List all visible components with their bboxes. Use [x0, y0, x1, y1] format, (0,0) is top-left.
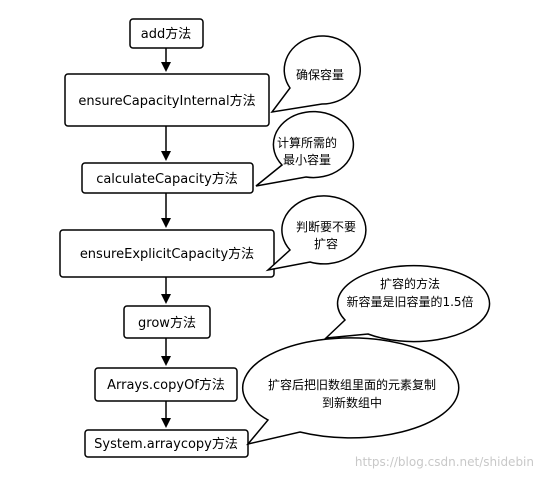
step-label: ensureCapacityInternal方法 — [78, 93, 255, 109]
callout-line: 扩容的方法 — [380, 276, 440, 291]
arrow-ensure-capacity-internal-to-calculate-capacity — [161, 126, 171, 161]
callout-line: 到新数组中 — [322, 395, 382, 410]
watermark-text: https://blog.csdn.net/shidebin — [355, 455, 534, 469]
step-system-arraycopy: System.arraycopy方法 — [84, 429, 249, 458]
arrow-calculate-capacity-to-ensure-explicit-capacity — [161, 193, 171, 228]
step-label: Arrays.copyOf方法 — [107, 377, 225, 393]
step-calculate-capacity: calculateCapacity方法 — [81, 162, 254, 194]
callout-arraycopy: 扩容后把旧数组里面的元素复制 到新数组中 — [242, 337, 460, 446]
step-label: grow方法 — [138, 315, 196, 331]
step-label: System.arraycopy方法 — [94, 436, 238, 452]
step-grow: grow方法 — [123, 305, 211, 339]
callout-line: 计算所需的 — [277, 135, 337, 150]
step-label: calculateCapacity方法 — [96, 171, 238, 187]
callout-line: 扩容 — [314, 236, 338, 251]
step-ensure-explicit-capacity: ensureExplicitCapacity方法 — [59, 229, 275, 278]
callout-calculate-capacity: 计算所需的 最小容量 — [255, 110, 355, 187]
step-add: add方法 — [129, 18, 204, 49]
arrow-grow-to-arrays-copyof — [161, 338, 171, 366]
callout-line: 新容量是旧容量的1.5倍 — [346, 294, 473, 309]
arrow-arrays-copyof-to-system-arraycopy — [161, 401, 171, 428]
arrow-add-to-ensure-capacity-internal — [161, 48, 171, 72]
callout-judge-expand: 判断要不要 扩容 — [265, 195, 367, 272]
step-arrays-copyof: Arrays.copyOf方法 — [94, 367, 238, 402]
callout-line: 判断要不要 — [296, 219, 356, 234]
callout-grow: 扩容的方法 新容量是旧容量的1.5倍 — [323, 264, 491, 343]
callout-line: 扩容后把旧数组里面的元素复制 — [268, 377, 436, 392]
callout-ensure-capacity: 确保容量 — [270, 35, 361, 114]
callout-line: 确保容量 — [296, 67, 344, 82]
step-label: add方法 — [141, 26, 191, 42]
connector-arrows — [161, 48, 171, 428]
step-label: ensureExplicitCapacity方法 — [80, 246, 254, 262]
callout-line: 最小容量 — [283, 152, 331, 167]
arrow-ensure-explicit-capacity-to-grow — [161, 277, 171, 304]
step-ensure-capacity-internal: ensureCapacityInternal方法 — [64, 73, 270, 127]
